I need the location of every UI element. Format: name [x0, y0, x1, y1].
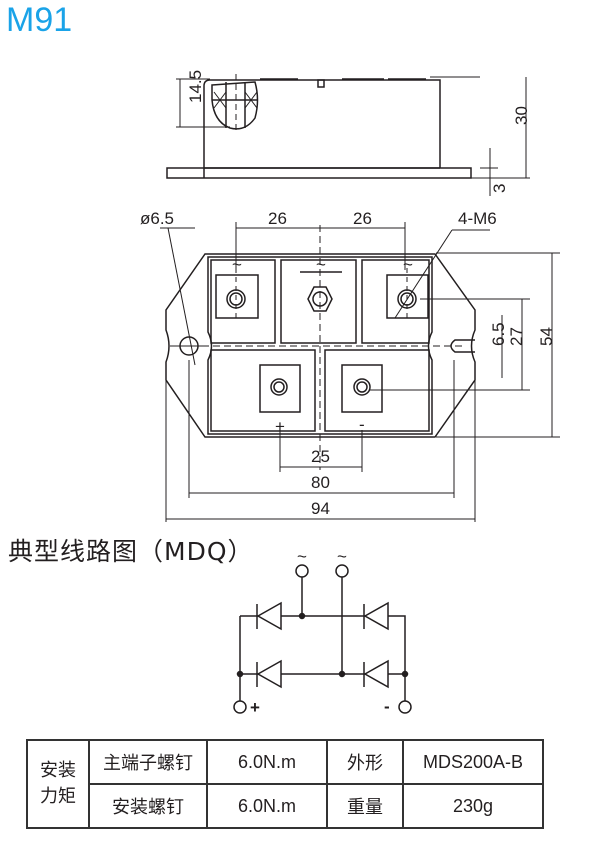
side-base-plate: [166, 167, 472, 179]
side-body: [203, 79, 441, 178]
mark-plus: +: [275, 417, 285, 436]
spec-table: 安装 力矩 主端子螺钉 6.0N.m 外形 MDS200A-B 安装螺钉 6.0…: [26, 739, 544, 829]
mark-ac-mid: ~: [316, 255, 326, 274]
compartment-mid: [280, 259, 357, 344]
mark-ac1: ~: [232, 255, 242, 274]
dim-mount-pitch: 80: [311, 473, 330, 492]
top-view: [160, 222, 560, 522]
item-cell: 安装螺钉: [88, 783, 208, 829]
side-view: [166, 74, 530, 196]
circuit-ac-label-2: ~: [337, 547, 347, 566]
dim-dc-pitch: 25: [311, 447, 330, 466]
value-cell: 6.0N.m: [206, 739, 328, 785]
diode: [256, 659, 282, 689]
dim-mount-hole: ø6.5: [140, 209, 174, 228]
table-row: 安装螺钉 6.0N.m 重量 230g: [27, 783, 544, 829]
bridge-circuit: [233, 564, 412, 714]
terminal-minus: [398, 700, 412, 714]
dim-terminal-height: 14.5: [186, 70, 205, 103]
compartment-ac2: [361, 259, 430, 344]
table-row: 安装 力矩 主端子螺钉 6.0N.m 外形 MDS200A-B: [26, 739, 544, 829]
diode: [363, 601, 389, 631]
diode: [256, 601, 282, 631]
torque-group-label: 安装 力矩: [26, 739, 90, 829]
mark-ac2: ~: [403, 255, 413, 274]
circuit-heading: 典型线路图（MDQ）: [8, 537, 254, 566]
mark-minus: -: [359, 415, 365, 434]
prop-cell: 重量: [326, 783, 404, 829]
base-outline: [165, 253, 476, 438]
compartment-ac1: [210, 259, 276, 344]
circuit-plus-label: +: [250, 698, 260, 717]
value-cell: 6.0N.m: [206, 783, 328, 829]
dim-overall-length: 94: [311, 499, 330, 518]
compartment-plus: [210, 349, 316, 432]
dim-base-thickness: 3: [490, 184, 509, 193]
dim-row-spacing: 27: [507, 327, 526, 346]
item-cell: 主端子螺钉: [88, 739, 208, 785]
center-nut: [307, 286, 333, 312]
dim-slot-width: 6.5: [489, 322, 508, 346]
terminal-ac2: [335, 564, 349, 578]
dim-screws: 4-M6: [458, 209, 497, 228]
diode: [363, 659, 389, 689]
prop-value-cell: 230g: [402, 783, 544, 829]
terminal-ac1: [295, 564, 309, 578]
circuit-ac-label-1: ~: [297, 547, 307, 566]
dim-total-height: 30: [512, 106, 531, 125]
model-title: M91: [6, 1, 73, 39]
dim-pitch-right: 26: [353, 209, 372, 228]
mount-slot-right: [450, 339, 475, 353]
circuit-minus-label: -: [384, 697, 390, 716]
dim-pitch-left: 26: [268, 209, 287, 228]
prop-cell: 外形: [326, 739, 404, 785]
side-terminal: [211, 74, 259, 134]
prop-value-cell: MDS200A-B: [402, 739, 544, 785]
dim-body-height: 54: [537, 327, 556, 346]
terminal-plus: [233, 700, 247, 714]
